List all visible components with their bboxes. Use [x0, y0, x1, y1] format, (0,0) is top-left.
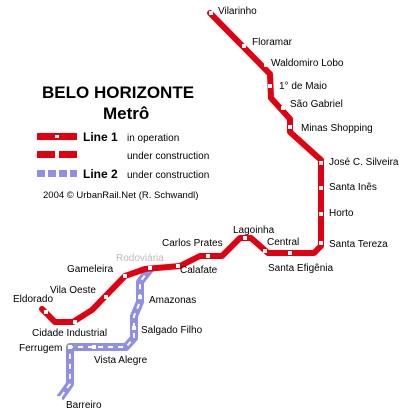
- label-calafate: Calafate: [180, 265, 218, 276]
- legend-line1-label: Line 1: [83, 130, 118, 144]
- label-sao-gabriel: São Gabriel: [290, 99, 343, 110]
- label-vila-oeste: Vila Oeste: [50, 285, 96, 296]
- station-dot-barreiro: [58, 396, 62, 400]
- station-dot-vila-oeste: [104, 295, 108, 299]
- station-dot-salgado-filho: [132, 326, 136, 330]
- legend-item-line2-construction: Line 2 under construction: [37, 167, 209, 181]
- station-dot-santa-tereza: [319, 241, 323, 245]
- station-dot-central: [263, 249, 267, 253]
- map-subtitle: Metrô: [103, 104, 149, 123]
- station-dot-vilarinho: [209, 11, 213, 15]
- station-dot-amazonas: [138, 295, 142, 299]
- legend-swatch-line2-a: [37, 170, 45, 177]
- legend: Line 1 in operation under construction L…: [37, 130, 209, 181]
- station-dot-waldomiro-lobo: [264, 63, 268, 67]
- label-horto: Horto: [329, 208, 354, 219]
- legend-line2-status: under construction: [127, 170, 209, 181]
- label-rodoviaria: Rodoviária: [116, 253, 164, 264]
- credit-text: 2004 © UrbanRail.Net (R. Schwandl): [43, 190, 198, 201]
- label-santa-tereza: Santa Tereza: [329, 239, 388, 250]
- station-dot-gameleira: [123, 274, 127, 278]
- station-labels: Vilarinho Floramar Waldomiro Lobo 1° de …: [13, 6, 399, 411]
- label-salgado-filho: Salgado Filho: [141, 325, 203, 336]
- label-ferrugem: Ferrugem: [19, 343, 62, 354]
- label-santa-efigenia: Santa Efigênia: [268, 263, 333, 274]
- station-dot-sao-gabriel: [281, 106, 285, 110]
- label-barreiro: Barreiro: [66, 400, 102, 411]
- station-dot-eldorado: [44, 310, 48, 314]
- legend-swatch-line2-b: [48, 170, 56, 177]
- label-amazonas: Amazonas: [149, 295, 196, 306]
- station-dot-floramar: [242, 44, 246, 48]
- legend-line2-label: Line 2: [83, 167, 118, 181]
- station-dot-jose-c-silveira: [319, 161, 323, 165]
- label-jose-c-silveira: José C. Silveira: [329, 157, 399, 168]
- label-lagoinha: Lagoinha: [233, 225, 275, 236]
- label-vista-alegre: Vista Alegre: [94, 355, 148, 366]
- legend-swatch-line2-c: [59, 170, 67, 177]
- label-carlos-prates: Carlos Prates: [162, 238, 223, 249]
- label-eldorado: Eldorado: [13, 294, 53, 305]
- map-title: BELO HORIZONTE: [42, 83, 194, 102]
- legend-item-line1-construction: under construction: [37, 151, 209, 162]
- station-dot-santa-ines: [319, 186, 323, 190]
- station-dot-cidade-industrial: [73, 320, 77, 324]
- station-dot-carlos-prates: [206, 254, 210, 258]
- station-dot-lagoinha: [243, 236, 247, 240]
- legend-line1-status: in operation: [127, 133, 179, 144]
- legend-line1-construction-status: under construction: [127, 151, 209, 162]
- legend-swatch-dot: [55, 135, 59, 138]
- legend-item-line1-operation: Line 1 in operation: [37, 130, 179, 144]
- label-santa-ines: Santa Inês: [329, 182, 377, 193]
- legend-swatch-line2-d: [70, 170, 77, 177]
- station-dot-ferrugem: [68, 345, 72, 349]
- station-dot-1-de-maio: [268, 84, 272, 88]
- legend-swatch-line1-construction-a: [37, 151, 55, 158]
- station-dot-rodoviaria: [148, 266, 152, 270]
- label-waldomiro-lobo: Waldomiro Lobo: [271, 58, 344, 69]
- label-central: Central: [267, 237, 299, 248]
- station-dot-santa-efigenia: [288, 251, 292, 255]
- legend-swatch-line1-construction-b: [59, 151, 77, 158]
- label-vilarinho: Vilarinho: [218, 6, 257, 17]
- label-gameleira: Gameleira: [67, 264, 114, 275]
- station-dot-calafate: [176, 264, 180, 268]
- label-minas-shopping: Minas Shopping: [301, 123, 373, 134]
- station-dot-vista-alegre: [92, 345, 96, 349]
- station-dots: [44, 11, 323, 400]
- label-1-de-maio: 1° de Maio: [279, 81, 327, 92]
- label-cidade-industrial: Cidade Industrial: [32, 328, 107, 339]
- station-dot-horto: [319, 212, 323, 216]
- station-dot-minas-shopping: [288, 125, 292, 129]
- label-floramar: Floramar: [252, 37, 293, 48]
